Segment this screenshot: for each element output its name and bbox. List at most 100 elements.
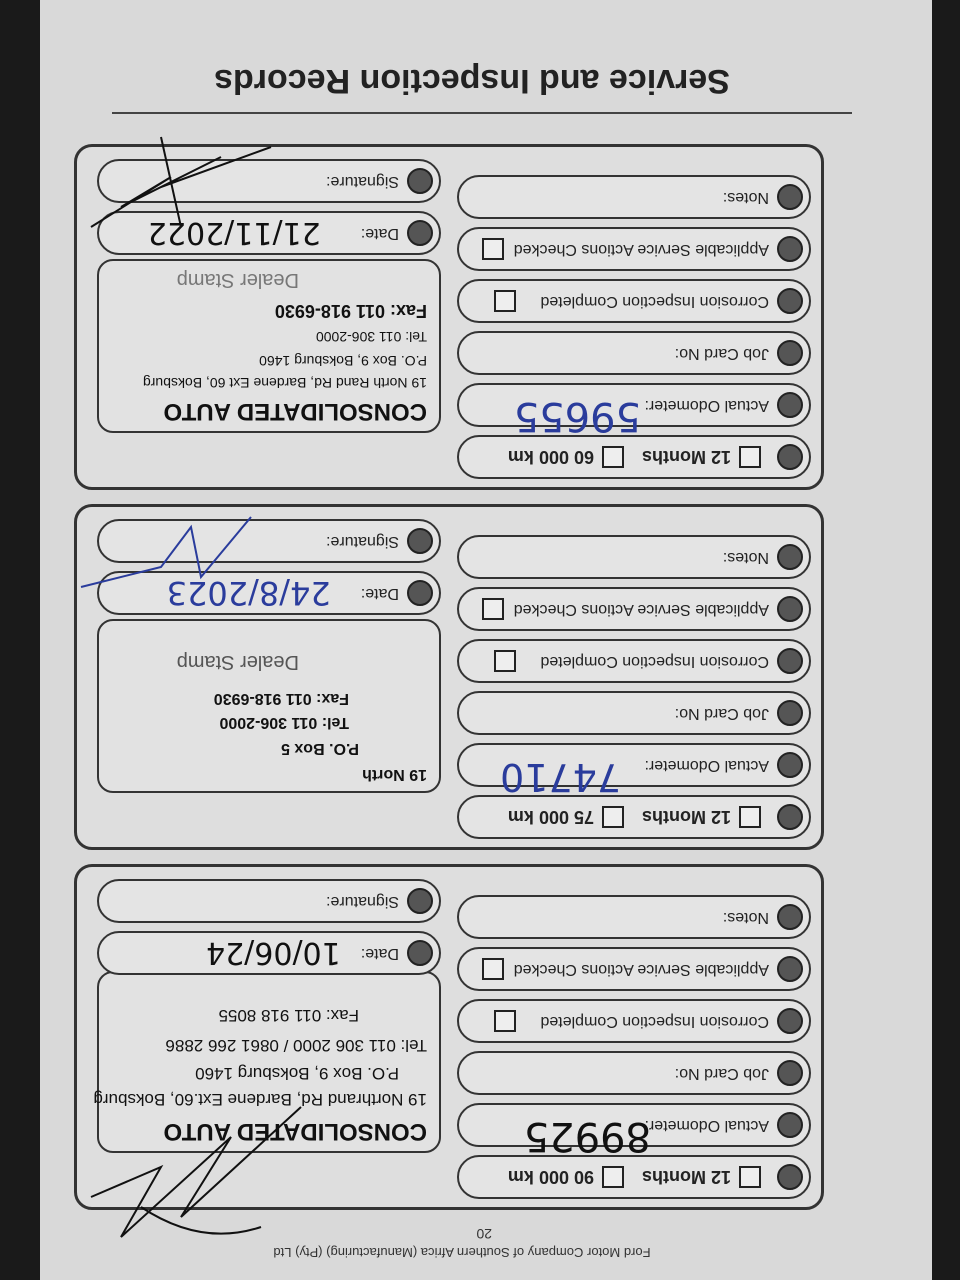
row-interval: 12 Months 90 000 km [457, 1155, 811, 1199]
corrosion-label: Corrosion Inspection Completed [540, 1013, 769, 1030]
months-label: 12 Months [641, 1167, 731, 1188]
bullet-icon [777, 1060, 803, 1086]
row-applicable: Applicable Service Actions Checked [457, 947, 811, 991]
date-handwritten: 10/06/24 [206, 935, 341, 971]
months-checkbox[interactable] [739, 806, 761, 828]
stamp-line: Tel: 011 306-2000 [315, 329, 427, 345]
signature-label: Signature: [326, 533, 399, 550]
page-content: Service and Inspection Records Ford Moto… [40, 0, 932, 1280]
row-notes: Notes: [457, 535, 811, 579]
bullet-icon [777, 1008, 803, 1034]
row-notes: Notes: [457, 175, 811, 219]
stamp-line: CONSOLIDATED AUTO [163, 398, 427, 425]
applicable-label: Applicable Service Actions Checked [513, 601, 769, 618]
km-label: 90 000 km [507, 1167, 594, 1188]
months-checkbox[interactable] [739, 1166, 761, 1188]
stamp-line: Tel: 011 306-2000 [219, 714, 349, 731]
bullet-icon [777, 1112, 803, 1138]
bullet-icon [407, 220, 433, 246]
page-number: 20 [476, 1226, 492, 1242]
stamp-line: Fax: 011 918 8055 [218, 1006, 359, 1025]
job-card-label: Job Card No: [674, 705, 769, 722]
signature-label: Signature: [326, 893, 399, 910]
corrosion-checkbox[interactable] [494, 650, 517, 672]
odometer-label: Actual Odometer: [644, 757, 770, 774]
stamp-line: P.O. Box 9, Boksburg 1460 [259, 353, 427, 369]
stamp-line: Tel: 011 306 2000 / 0861 266 2886 [165, 1036, 427, 1055]
row-corrosion: Corrosion Inspection Completed [457, 639, 811, 683]
signature-scribble [90, 1106, 302, 1238]
bullet-icon [407, 940, 433, 966]
signature-scribble [80, 516, 252, 588]
bullet-icon [777, 236, 803, 262]
row-interval: 12 Months 60 000 km [457, 435, 811, 479]
corrosion-checkbox[interactable] [494, 290, 517, 312]
applicable-label: Applicable Service Actions Checked [513, 961, 769, 978]
service-record-90000: 12 Months 90 000 km Actual Odometer: Job… [74, 864, 824, 1238]
odometer-label: Actual Odometer: [644, 1117, 770, 1134]
corrosion-checkbox[interactable] [494, 1010, 517, 1032]
booklet-page: Service and Inspection Records Ford Moto… [40, 0, 932, 1280]
row-job-card: Job Card No: [457, 331, 811, 375]
date-label: Date: [360, 945, 399, 962]
bullet-icon [777, 288, 803, 314]
bullet-icon [777, 956, 803, 982]
stamp-line: Fax: 011 918-6930 [274, 301, 427, 321]
row-interval: 12 Months 75 000 km [457, 795, 811, 839]
title-rule [112, 112, 852, 114]
stamp-line: P.O. Box 9, Boksburg 1460 [195, 1064, 399, 1083]
bullet-icon [777, 700, 803, 726]
page-title: Service and Inspection Records [214, 62, 730, 100]
bullet-icon [777, 544, 803, 570]
applicable-checkbox[interactable] [481, 598, 504, 620]
km-label: 75 000 km [507, 807, 594, 828]
row-corrosion: Corrosion Inspection Completed [457, 999, 811, 1043]
odometer-handwritten: 74710 [500, 755, 621, 799]
date-label: Date: [360, 585, 399, 602]
months-checkbox[interactable] [739, 446, 761, 468]
bullet-icon [777, 392, 803, 418]
service-record-75000: 12 Months 75 000 km Actual Odometer: Job… [74, 504, 824, 850]
row-job-card: Job Card No: [457, 691, 811, 735]
odometer-handwritten: 59655 [513, 393, 641, 439]
bullet-icon [777, 648, 803, 674]
km-label: 60 000 km [507, 447, 594, 468]
row-applicable: Applicable Service Actions Checked [457, 587, 811, 631]
signature-label: Signature: [326, 173, 399, 190]
job-card-label: Job Card No: [674, 1065, 769, 1082]
dealer-stamp-label: Dealer Stamp [176, 651, 299, 673]
dealer-stamp-box: 19 North P.O. Box 5 Tel: 011 306-2000 Fa… [97, 619, 441, 793]
notes-label: Notes: [722, 549, 769, 566]
notes-label: Notes: [722, 189, 769, 206]
row-applicable: Applicable Service Actions Checked [457, 227, 811, 271]
notes-label: Notes: [722, 909, 769, 926]
months-label: 12 Months [641, 447, 731, 468]
bullet-icon [777, 444, 803, 470]
bullet-icon [777, 184, 803, 210]
bullet-icon [407, 580, 433, 606]
bullet-icon [407, 528, 433, 554]
km-checkbox[interactable] [601, 1166, 624, 1188]
bullet-icon [777, 804, 803, 830]
stamp-line: P.O. Box 5 [281, 740, 359, 757]
service-record-60000: 12 Months 60 000 km Actual Odometer: Job… [74, 136, 824, 490]
dealer-stamp-label: Dealer Stamp [176, 269, 299, 291]
stamp-line: 19 North Rand Rd, Bardene Ext 60, Boksbu… [142, 375, 427, 391]
stamp-line: 19 North [362, 766, 427, 783]
km-checkbox[interactable] [601, 446, 624, 468]
signature-scribble [90, 136, 272, 228]
dealer-stamp-box: CONSOLIDATED AUTO 19 North Rand Rd, Bard… [97, 259, 441, 433]
row-job-card: Job Card No: [457, 1051, 811, 1095]
km-checkbox[interactable] [601, 806, 624, 828]
bullet-icon [407, 168, 433, 194]
applicable-label: Applicable Service Actions Checked [513, 241, 769, 258]
row-notes: Notes: [457, 895, 811, 939]
date-label: Date: [360, 225, 399, 242]
applicable-checkbox[interactable] [481, 958, 504, 980]
applicable-checkbox[interactable] [481, 238, 504, 260]
bullet-icon [777, 1164, 803, 1190]
bullet-icon [407, 888, 433, 914]
corrosion-label: Corrosion Inspection Completed [540, 653, 769, 670]
row-corrosion: Corrosion Inspection Completed [457, 279, 811, 323]
bullet-icon [777, 904, 803, 930]
